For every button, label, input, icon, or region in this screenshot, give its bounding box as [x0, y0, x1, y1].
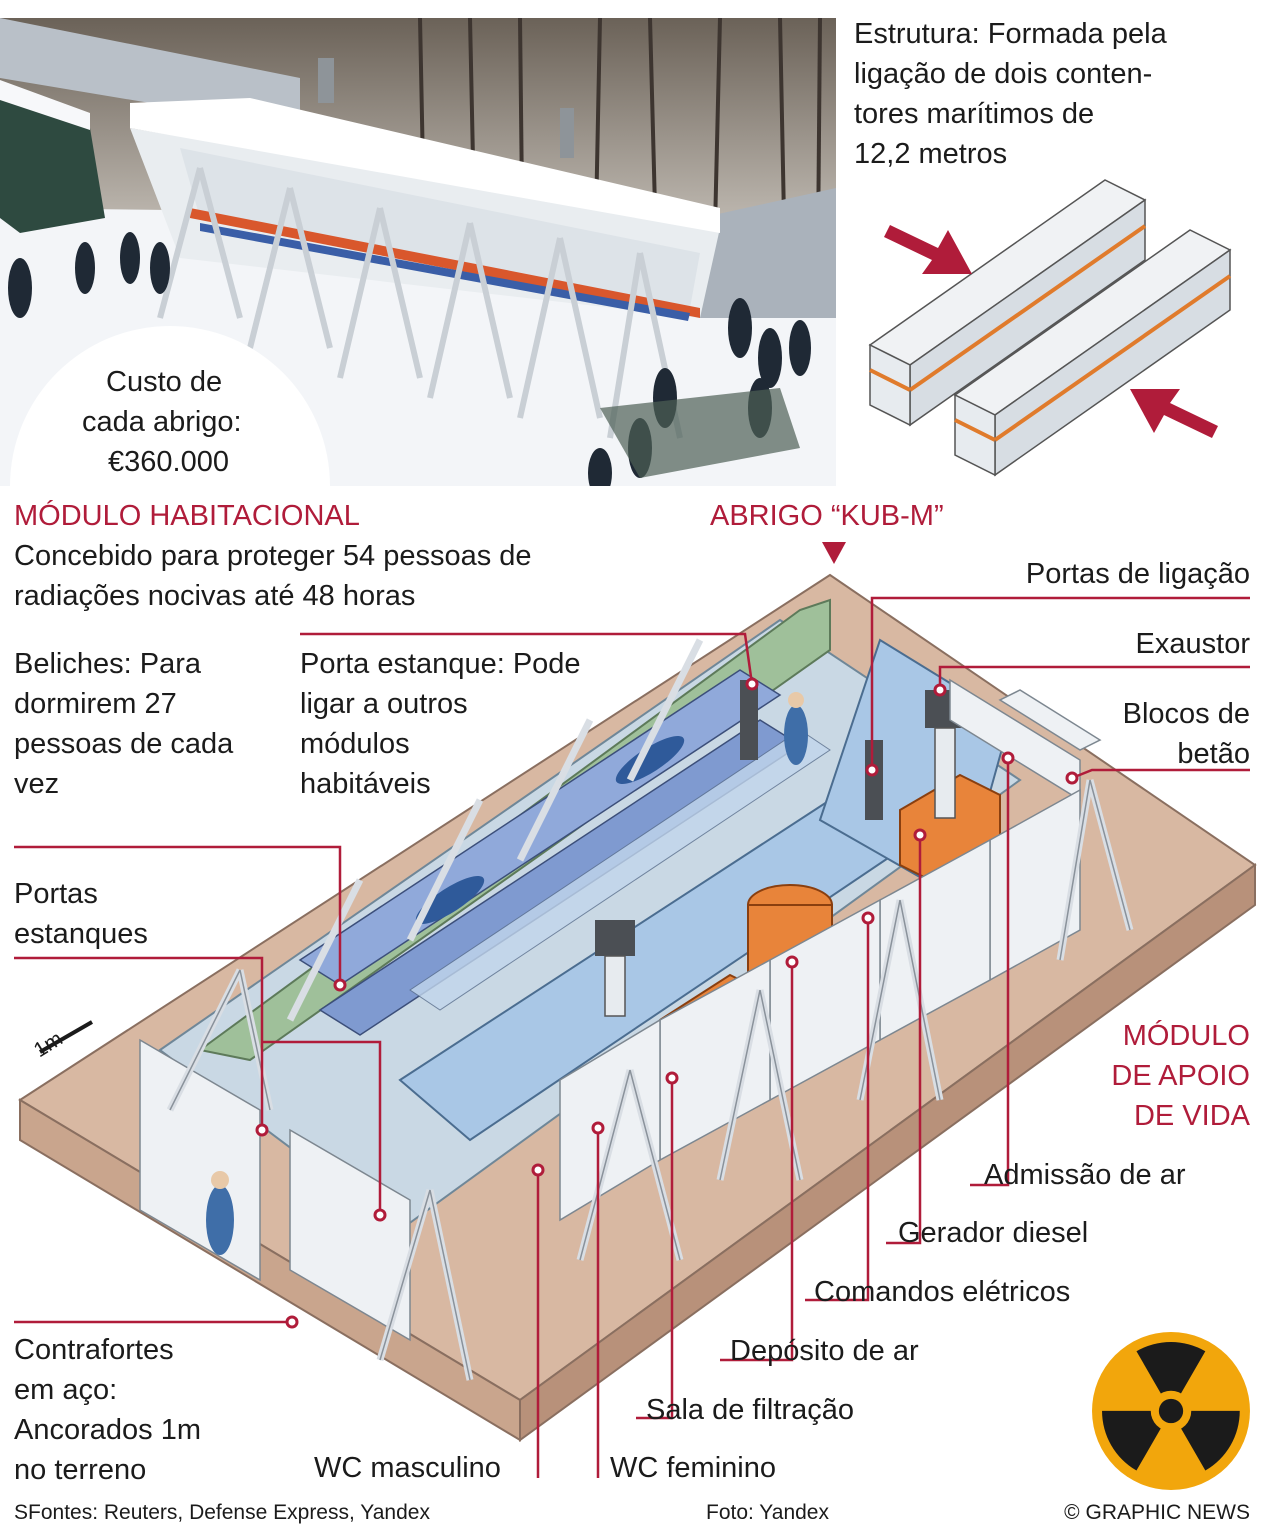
wc-male-label: WC masculino	[314, 1452, 501, 1484]
structure-line-2: ligação de dois conten-	[854, 58, 1153, 90]
module-support-line-1: MÓDULO	[1122, 1020, 1250, 1052]
concrete-blocks-line-1: Blocos de	[1122, 698, 1250, 730]
buttresses-line-2: em aço:	[14, 1374, 118, 1406]
bunks-line-1: Beliches: Para	[14, 648, 201, 680]
air-tank-label: Depósito de ar	[730, 1335, 919, 1367]
shelter-title: ABRIGO “KUB-M”	[710, 500, 944, 532]
watertight-doors-line-1: Portas	[14, 878, 98, 910]
module-hab-line-2: radiações nocivas até 48 horas	[14, 580, 416, 612]
watertight-door	[740, 680, 758, 760]
graphic-news-credit: © GRAPHIC NEWS	[1064, 1501, 1250, 1524]
container-2	[953, 229, 1232, 477]
bunks-line-2: dormirem 27	[14, 688, 177, 720]
cost-line-3: €360.000	[108, 446, 229, 478]
arrow-left-icon	[884, 225, 972, 274]
module-hab-title: MÓDULO HABITACIONAL	[14, 500, 360, 532]
structure-line-3: tores marítimos de	[854, 98, 1095, 130]
filtration-room-label: Sala de filtração	[646, 1394, 854, 1426]
photo-illustration	[0, 18, 836, 486]
wc-female-label: WC feminino	[610, 1452, 776, 1484]
diesel-generator-label: Gerador diesel	[898, 1217, 1089, 1249]
shelter-photo	[0, 18, 836, 486]
photo-credit: Foto: Yandex	[706, 1501, 829, 1524]
bunks-line-4: vez	[14, 768, 60, 800]
connection-doors-label: Portas de ligação	[1025, 558, 1250, 590]
arrow-right-icon	[1130, 389, 1218, 438]
sources-text: SFontes: Reuters, Defense Express, Yande…	[14, 1501, 430, 1524]
cost-line-1: Custo de	[106, 366, 223, 398]
exhaust-label: Exaustor	[1135, 628, 1250, 660]
watertight-door-line-1: Porta estanque: Pode	[300, 648, 581, 680]
pointer-down-icon	[822, 542, 846, 564]
bunks-line-3: pessoas de cada	[14, 728, 234, 760]
module-support-line-3: DE VIDA	[1133, 1100, 1250, 1132]
structure-line-4: 12,2 metros	[854, 138, 1008, 170]
container-1	[868, 179, 1147, 427]
module-hab-line-1: Concebido para proteger 54 pessoas de	[14, 540, 532, 572]
structure-line-1: Estrutura: Formada pela	[854, 18, 1167, 50]
electrical-controls-label: Comandos elétricos	[814, 1276, 1071, 1308]
watertight-door-line-3: módulos	[300, 728, 410, 760]
containers-illustration	[868, 179, 1232, 477]
buttresses-line-3: Ancorados 1m	[14, 1414, 201, 1446]
air-intake-label: Admissão de ar	[984, 1159, 1186, 1191]
watertight-doors-line-2: estanques	[14, 918, 148, 950]
concrete-blocks-line-2: betão	[1177, 738, 1250, 770]
cost-circle	[10, 326, 330, 486]
cost-line-2: cada abrigo:	[82, 406, 242, 438]
watertight-door-line-4: habitáveis	[300, 768, 431, 800]
module-support-line-2: DE APOIO	[1111, 1060, 1250, 1092]
buttresses-line-4: no terreno	[14, 1454, 147, 1486]
buttresses-line-1: Contrafortes	[14, 1334, 174, 1366]
connection-door	[865, 740, 883, 820]
watertight-door-line-2: ligar a outros	[300, 688, 468, 720]
radiation-icon	[1092, 1332, 1250, 1490]
